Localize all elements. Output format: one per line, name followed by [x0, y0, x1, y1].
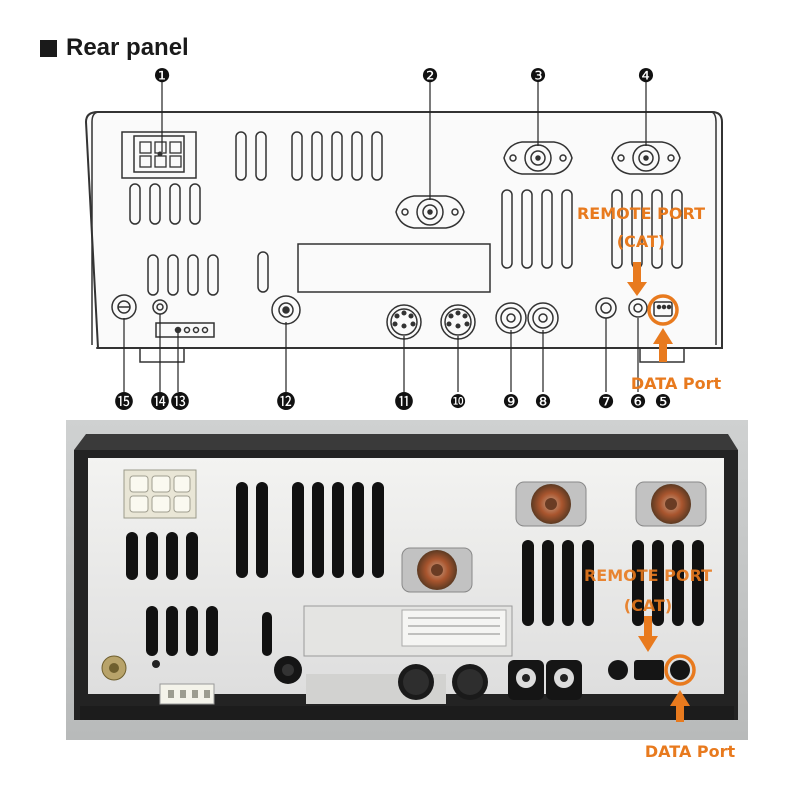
photo-antenna-connector-b	[515, 481, 587, 527]
marker-8: ❽	[534, 391, 551, 413]
remote-port-label: REMOTE PORT	[576, 204, 706, 223]
dc-power-socket	[121, 131, 197, 179]
remote-jack-6	[628, 298, 648, 318]
photo-data-jack	[670, 660, 690, 680]
photo-antenna-connector-c	[635, 481, 707, 527]
serial-label-plate	[297, 243, 491, 293]
marker-12: ⓬	[276, 391, 295, 413]
photo-remote-port-arrow	[638, 616, 658, 652]
photo-ground-terminal	[101, 655, 127, 681]
rear-panel-photo	[66, 420, 748, 740]
data-port-arrow	[653, 328, 673, 362]
photo-remote-port-label: REMOTE PORT	[583, 566, 713, 585]
marker-6: ❻	[629, 391, 646, 413]
photo-antenna-connector-a	[401, 547, 473, 593]
marker-15: ⓯	[114, 391, 133, 413]
cat-label: (CAT)	[616, 232, 666, 251]
marker-5: ❺	[654, 391, 671, 413]
data-port-label: DATA Port	[630, 374, 722, 393]
marker-13: ⓭	[170, 391, 189, 413]
marker-9: ❾	[502, 391, 519, 413]
photo-cat-label: (CAT)	[623, 596, 673, 615]
heading-square-icon	[40, 39, 57, 57]
marker-10: ❿	[449, 391, 466, 413]
switch-13	[155, 322, 215, 338]
data-port-highlight-ring	[647, 294, 679, 326]
photo-data-port-arrow	[670, 690, 690, 722]
rear-panel-drawing: ❶ ❷ ❸ ❹ ⓯ ⓮ ⓭ ⓬ ⓫ ❿ ❾ ❽ ❼ ❻ ❺	[84, 65, 723, 413]
marker-14: ⓮	[150, 391, 169, 413]
marker-7: ❼	[597, 391, 614, 413]
remote-port-arrow	[627, 262, 647, 296]
marker-2: ❷	[421, 65, 438, 87]
vent-slots-right	[501, 189, 683, 269]
photo-remote-jack	[634, 660, 664, 680]
data-jack-5	[653, 301, 673, 317]
heading-title: Rear panel	[66, 34, 189, 61]
jack-12	[271, 295, 301, 325]
photo-data-port-label: DATA Port	[644, 742, 736, 761]
vent-slots-left	[129, 131, 383, 296]
marker-11: ⓫	[394, 391, 413, 413]
din-socket-10	[440, 304, 476, 340]
marker-4: ❹	[637, 65, 654, 87]
marker-1: ❶	[153, 65, 170, 87]
marker-3: ❸	[529, 65, 546, 87]
photo-data-port-ring	[664, 654, 696, 686]
section-heading: Rear panel	[40, 34, 189, 62]
